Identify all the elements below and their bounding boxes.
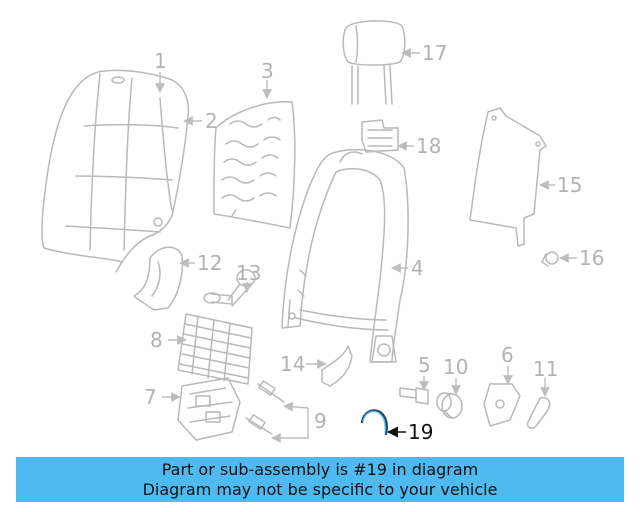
leader-lines <box>155 48 577 443</box>
callout-19-highlighted: 19 <box>408 420 433 444</box>
callout-labels: 1 2 3 17 18 15 16 4 12 13 8 7 9 14 5 10 … <box>144 41 604 444</box>
callout-4: 4 <box>411 256 424 280</box>
callout-15: 15 <box>557 173 582 197</box>
back-panel-drawing <box>469 107 547 247</box>
callout-16: 16 <box>579 246 604 270</box>
collar-10-drawing <box>436 392 463 419</box>
parts-diagram: 1 2 3 17 18 15 16 4 12 13 8 7 9 14 5 10 … <box>41 20 604 444</box>
callout-3: 3 <box>261 59 274 83</box>
callout-10: 10 <box>443 355 468 379</box>
callout-17: 17 <box>422 41 447 65</box>
headrest-drawing <box>342 20 406 105</box>
headrest-guide-drawing <box>361 119 399 153</box>
bracket-12-drawing <box>133 246 184 311</box>
bolt-5-drawing <box>399 387 429 405</box>
clip-16-drawing <box>541 251 559 267</box>
banner-line-part-number: Part or sub-assembly is #19 in diagram <box>161 460 479 479</box>
callout-8: 8 <box>150 328 163 352</box>
callout-18: 18 <box>416 134 441 158</box>
seat-back-cover-drawing <box>41 69 190 273</box>
callout-2: 2 <box>205 109 218 133</box>
lumbar-mat-drawing <box>177 313 253 385</box>
lumbar-mechanism-drawing <box>177 377 241 441</box>
callout-14: 14 <box>280 352 305 376</box>
callout-11: 11 <box>533 357 558 381</box>
callout-13: 13 <box>236 261 261 285</box>
callout-9: 9 <box>314 409 327 433</box>
callout-1: 1 <box>154 49 167 73</box>
bracket-14-drawing <box>321 345 353 387</box>
callout-6: 6 <box>501 343 514 367</box>
hinge-6-drawing <box>483 383 521 427</box>
callout-7: 7 <box>144 385 157 409</box>
callout-5: 5 <box>418 353 431 377</box>
highlighted-part-19-drawing <box>360 409 388 436</box>
callout-12: 12 <box>197 251 222 275</box>
seat-back-frame-drawing <box>281 148 409 363</box>
info-banner: Part or sub-assembly is #19 in diagram D… <box>16 457 624 502</box>
seat-back-pad-drawing <box>213 101 296 229</box>
cables-9-drawing <box>245 380 285 435</box>
banner-line-disclaimer: Diagram may not be specific to your vehi… <box>142 480 498 499</box>
cover-11-drawing <box>526 396 551 429</box>
